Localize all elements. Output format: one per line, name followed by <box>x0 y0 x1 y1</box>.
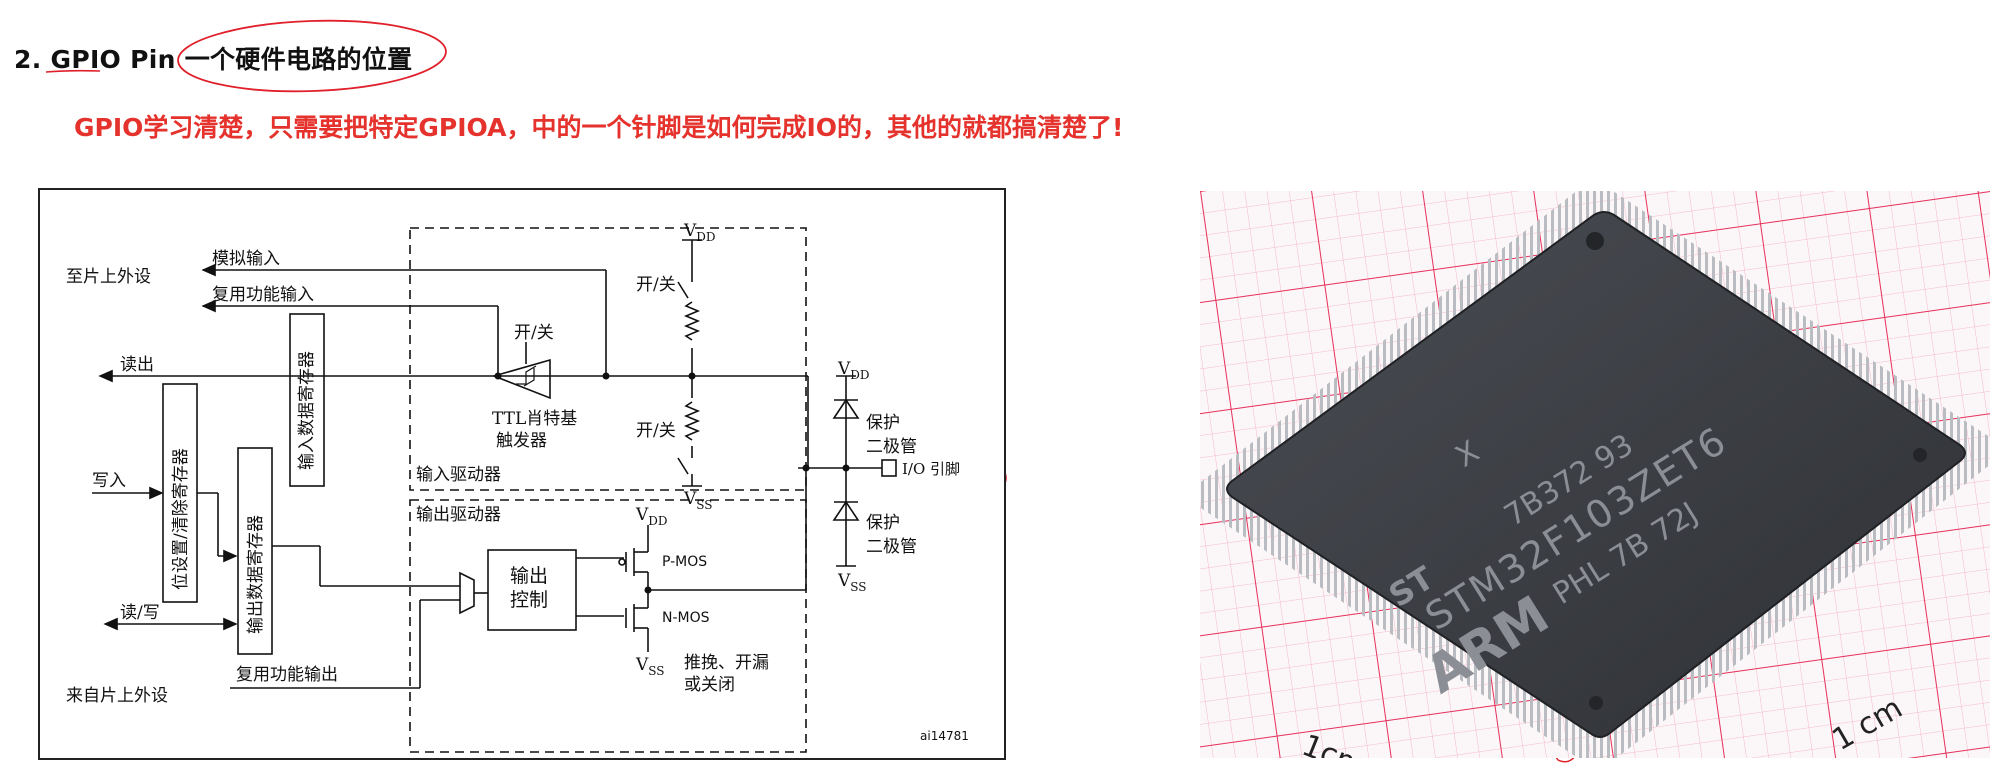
label-diode-2: 二极管 <box>866 537 917 557</box>
schmitt-trigger-shape <box>491 358 551 400</box>
label-read-write: 读/写 <box>120 603 160 623</box>
label-input-driver: 输入驱动器 <box>416 465 501 485</box>
label-ttl-1: TTL肖特基 <box>492 409 577 429</box>
label-vdd-pmos: VDD <box>635 505 668 528</box>
label-alt-func-output: 复用功能输出 <box>236 665 338 685</box>
label-vss-pulldown: VSS <box>683 489 713 512</box>
label-alt-func-input: 复用功能输入 <box>212 285 314 305</box>
label-write-in: 写入 <box>92 471 126 491</box>
label-bit-set-reset: 位设置/清除寄存器 <box>171 448 191 590</box>
label-switch-pullup: 开/关 <box>636 275 676 295</box>
label-from-peripheral: 来自片上外设 <box>66 686 168 706</box>
label-pmos: P-MOS <box>662 554 707 570</box>
io-pin-square <box>881 459 897 477</box>
label-push-pull-2: 或关闭 <box>684 675 735 695</box>
label-output-driver: 输出驱动器 <box>416 505 501 525</box>
label-switch-schmitt: 开/关 <box>514 323 554 343</box>
label-push-pull-1: 推挽、开漏 <box>684 653 769 673</box>
gpio-block-diagram: 至片上外设 模拟输入 复用功能输入 读出 写入 读/写 来自片上外设 复用功能输… <box>38 188 1006 760</box>
stm32-chip-photo: X ST STM32F103ZET6 7B372 93 PHL 7B 72J A… <box>1200 191 1990 758</box>
label-vss-diode: VSS <box>837 571 867 594</box>
label-nmos: N-MOS <box>662 610 710 626</box>
label-to-peripheral: 至片上外设 <box>66 267 151 287</box>
label-diode-1: 二极管 <box>866 437 917 457</box>
gpio-circuit-svg: 至片上外设 模拟输入 复用功能输入 读出 写入 读/写 来自片上外设 复用功能输… <box>66 221 969 753</box>
output-data-register-box <box>237 447 273 655</box>
chip-pins <box>1200 191 1990 758</box>
page-subtitle: GPIO学习清楚，只需要把特定GPIOA，中的一个针脚是如何完成IO的，其他的就… <box>74 113 1124 142</box>
output-control-box <box>487 549 577 631</box>
label-switch-pulldown: 开/关 <box>636 421 676 441</box>
label-figure-id: ai14781 <box>920 729 969 743</box>
label-vss-nmos: VSS <box>635 655 665 678</box>
label-vdd-top: VDD <box>683 221 716 244</box>
label-input-data-register: 输入数据寄存器 <box>297 351 317 470</box>
label-io-pin: I/O 引脚 <box>902 460 960 478</box>
label-analog-input: 模拟输入 <box>212 249 280 269</box>
page-heading: 2. GPIO Pin 一个硬件电路的位置 <box>14 40 412 76</box>
input-driver-box <box>409 227 807 491</box>
label-vdd-diode: VDD <box>837 359 870 382</box>
chip-photo-svg: X ST STM32F103ZET6 7B372 93 PHL 7B 72J A… <box>1200 191 1990 758</box>
heading-prefix: 2. GPIO Pin <box>14 45 185 74</box>
output-driver-box <box>409 499 807 753</box>
mux-shape <box>459 571 475 615</box>
label-output-data-register: 输出数据寄存器 <box>246 515 266 634</box>
label-ttl-2: 触发器 <box>496 431 547 451</box>
label-output-control-2: 控制 <box>510 589 548 611</box>
label-output-control-1: 输出 <box>510 565 548 587</box>
label-protect-1: 保护 <box>866 413 900 433</box>
input-data-register-box <box>289 313 325 487</box>
chip-body <box>1226 211 1966 738</box>
label-protect-2: 保护 <box>866 513 900 533</box>
label-read-out: 读出 <box>120 355 154 375</box>
heading-text: 一个硬件电路的位置 <box>184 45 413 74</box>
